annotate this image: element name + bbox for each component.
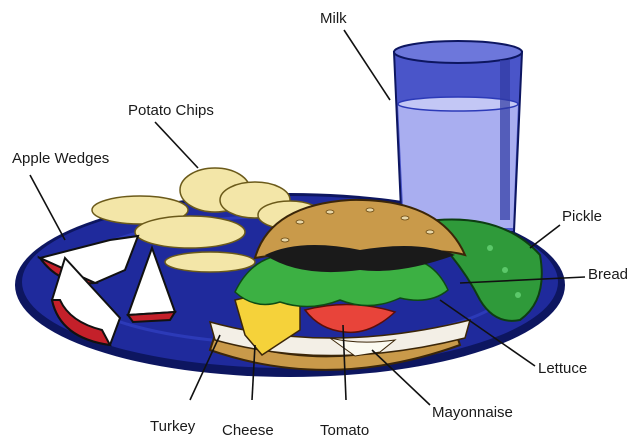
label-potato-chips: Potato Chips: [128, 102, 214, 120]
leader-milk: [344, 30, 390, 100]
label-mayonnaise: Mayonnaise: [432, 404, 513, 422]
milk-glass: [394, 41, 522, 232]
label-apple-wedges: Apple Wedges: [12, 150, 109, 168]
label-milk: Milk: [320, 10, 347, 28]
leader-potato-chips: [155, 122, 198, 168]
leader-pickle: [530, 225, 560, 248]
label-bread: Bread: [588, 266, 628, 284]
label-cheese: Cheese: [222, 422, 274, 440]
label-lettuce: Lettuce: [538, 360, 587, 378]
label-pickle: Pickle: [562, 208, 602, 226]
leader-apple-wedges: [30, 175, 65, 240]
label-tomato: Tomato: [320, 422, 369, 440]
label-turkey: Turkey: [150, 418, 195, 436]
